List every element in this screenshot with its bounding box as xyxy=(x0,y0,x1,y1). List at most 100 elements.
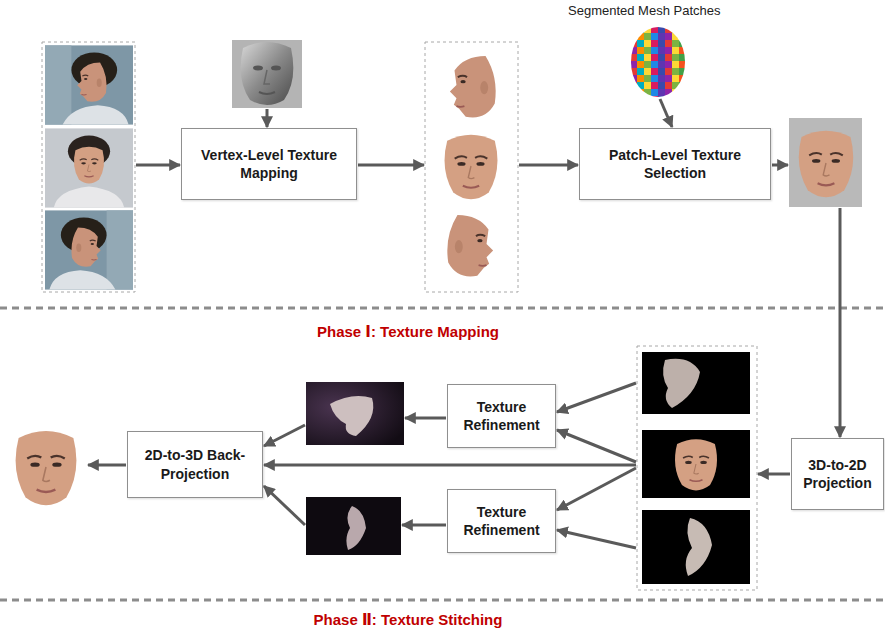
illustration-part xyxy=(16,431,77,505)
mesh-patch xyxy=(658,40,665,47)
illustration-part xyxy=(45,128,133,207)
mesh-patch xyxy=(672,40,679,47)
projected-images xyxy=(642,352,750,584)
mesh-patch xyxy=(686,26,693,33)
illustration-part xyxy=(557,468,636,510)
refined-images xyxy=(306,382,404,555)
mesh-patch xyxy=(651,26,658,33)
box-label: Texture Refinement xyxy=(454,503,549,539)
mesh-patch xyxy=(630,47,637,54)
mesh-patch xyxy=(630,89,637,96)
mesh-patch xyxy=(637,26,644,33)
box-label: 3D-to-2D Projection xyxy=(798,456,877,492)
illustration-part xyxy=(264,486,305,525)
mesh-patch xyxy=(679,47,686,54)
box-label: 2D-to-3D Back-Projection xyxy=(134,446,256,482)
illustration-part xyxy=(45,210,133,289)
mesh-patch xyxy=(679,33,686,40)
mesh-patch xyxy=(651,96,658,103)
mesh-patch xyxy=(665,68,672,75)
image-group-frame xyxy=(42,42,135,292)
mesh-patch xyxy=(651,68,658,75)
mesh-patch xyxy=(658,26,665,33)
phase-title: Phase Ⅰ: Texture Mapping xyxy=(208,323,608,341)
mesh-patch xyxy=(637,54,644,61)
mesh-patch xyxy=(630,96,637,103)
mesh-patch xyxy=(679,75,686,82)
illustration-part xyxy=(88,464,126,467)
mesh-patch xyxy=(644,61,651,68)
illustration-part xyxy=(306,497,401,555)
mesh-patch xyxy=(637,75,644,82)
mesh-patch xyxy=(651,82,658,89)
illustration-part xyxy=(660,99,672,127)
mesh-patch xyxy=(651,61,658,68)
mesh-patch xyxy=(644,40,651,47)
image-group-frame xyxy=(425,42,518,292)
illustration-part xyxy=(447,215,493,276)
illustration-part xyxy=(358,164,424,167)
mesh-patch xyxy=(679,96,686,103)
illustration-part xyxy=(346,506,366,550)
mesh-patch xyxy=(672,33,679,40)
illustration-part xyxy=(445,135,498,200)
mesh-patch xyxy=(630,82,637,89)
mesh-patch xyxy=(658,47,665,54)
selected-texture-face xyxy=(789,118,862,207)
illustration-part xyxy=(306,382,404,445)
illustration-part xyxy=(264,70,270,84)
illustration-part xyxy=(557,530,636,548)
mesh-patch xyxy=(644,96,651,103)
mesh-patch xyxy=(644,68,651,75)
mesh-patch xyxy=(637,40,644,47)
mesh-patch xyxy=(658,54,665,61)
mesh-patch xyxy=(679,54,686,61)
image-group-frame xyxy=(637,346,757,590)
illustration-part xyxy=(557,383,636,412)
mesh-patch xyxy=(644,54,651,61)
mesh-patch xyxy=(658,75,665,82)
mesh-patch xyxy=(630,54,637,61)
mesh-patch xyxy=(637,82,644,89)
mesh-patch xyxy=(665,26,672,33)
mesh-patch xyxy=(658,68,665,75)
mesh-patch xyxy=(644,89,651,96)
mesh-patch xyxy=(644,75,651,82)
mesh-patch xyxy=(637,96,644,103)
process-box: 3D-to-2D Projection xyxy=(791,438,884,510)
mesh-patch xyxy=(672,68,679,75)
mesh-patch xyxy=(679,61,686,68)
process-box: Patch-Level Texture Selection xyxy=(579,128,771,200)
illustration-part xyxy=(253,66,263,71)
mesh-patch xyxy=(679,89,686,96)
mesh-patch xyxy=(686,89,693,96)
illustration-part xyxy=(241,42,294,105)
mesh-patch xyxy=(672,54,679,61)
mesh-patch xyxy=(644,26,651,33)
mesh-patch xyxy=(665,61,672,68)
mesh-patch xyxy=(630,68,637,75)
mesh-patch xyxy=(651,33,658,40)
illustration-part xyxy=(663,359,700,408)
illustration-part xyxy=(232,40,302,108)
illustration-part xyxy=(266,109,269,127)
mesh-patch xyxy=(637,47,644,54)
mesh-patch xyxy=(665,89,672,96)
mesh-patch xyxy=(658,61,665,68)
mesh-patch xyxy=(630,75,637,82)
mesh-patch xyxy=(672,26,679,33)
illustration-part xyxy=(642,352,750,414)
mesh-patch xyxy=(665,47,672,54)
illustration-part xyxy=(259,92,275,94)
illustration-part xyxy=(519,164,578,167)
mesh-patch xyxy=(630,26,637,33)
mesh-patch xyxy=(679,40,686,47)
illustration-part xyxy=(447,215,493,276)
mesh-patch xyxy=(651,75,658,82)
illustration-part xyxy=(839,208,842,437)
process-box: Texture Refinement xyxy=(447,384,556,448)
mesh-patch xyxy=(665,82,672,89)
illustration-part xyxy=(402,524,446,527)
illustration-part xyxy=(45,210,133,289)
